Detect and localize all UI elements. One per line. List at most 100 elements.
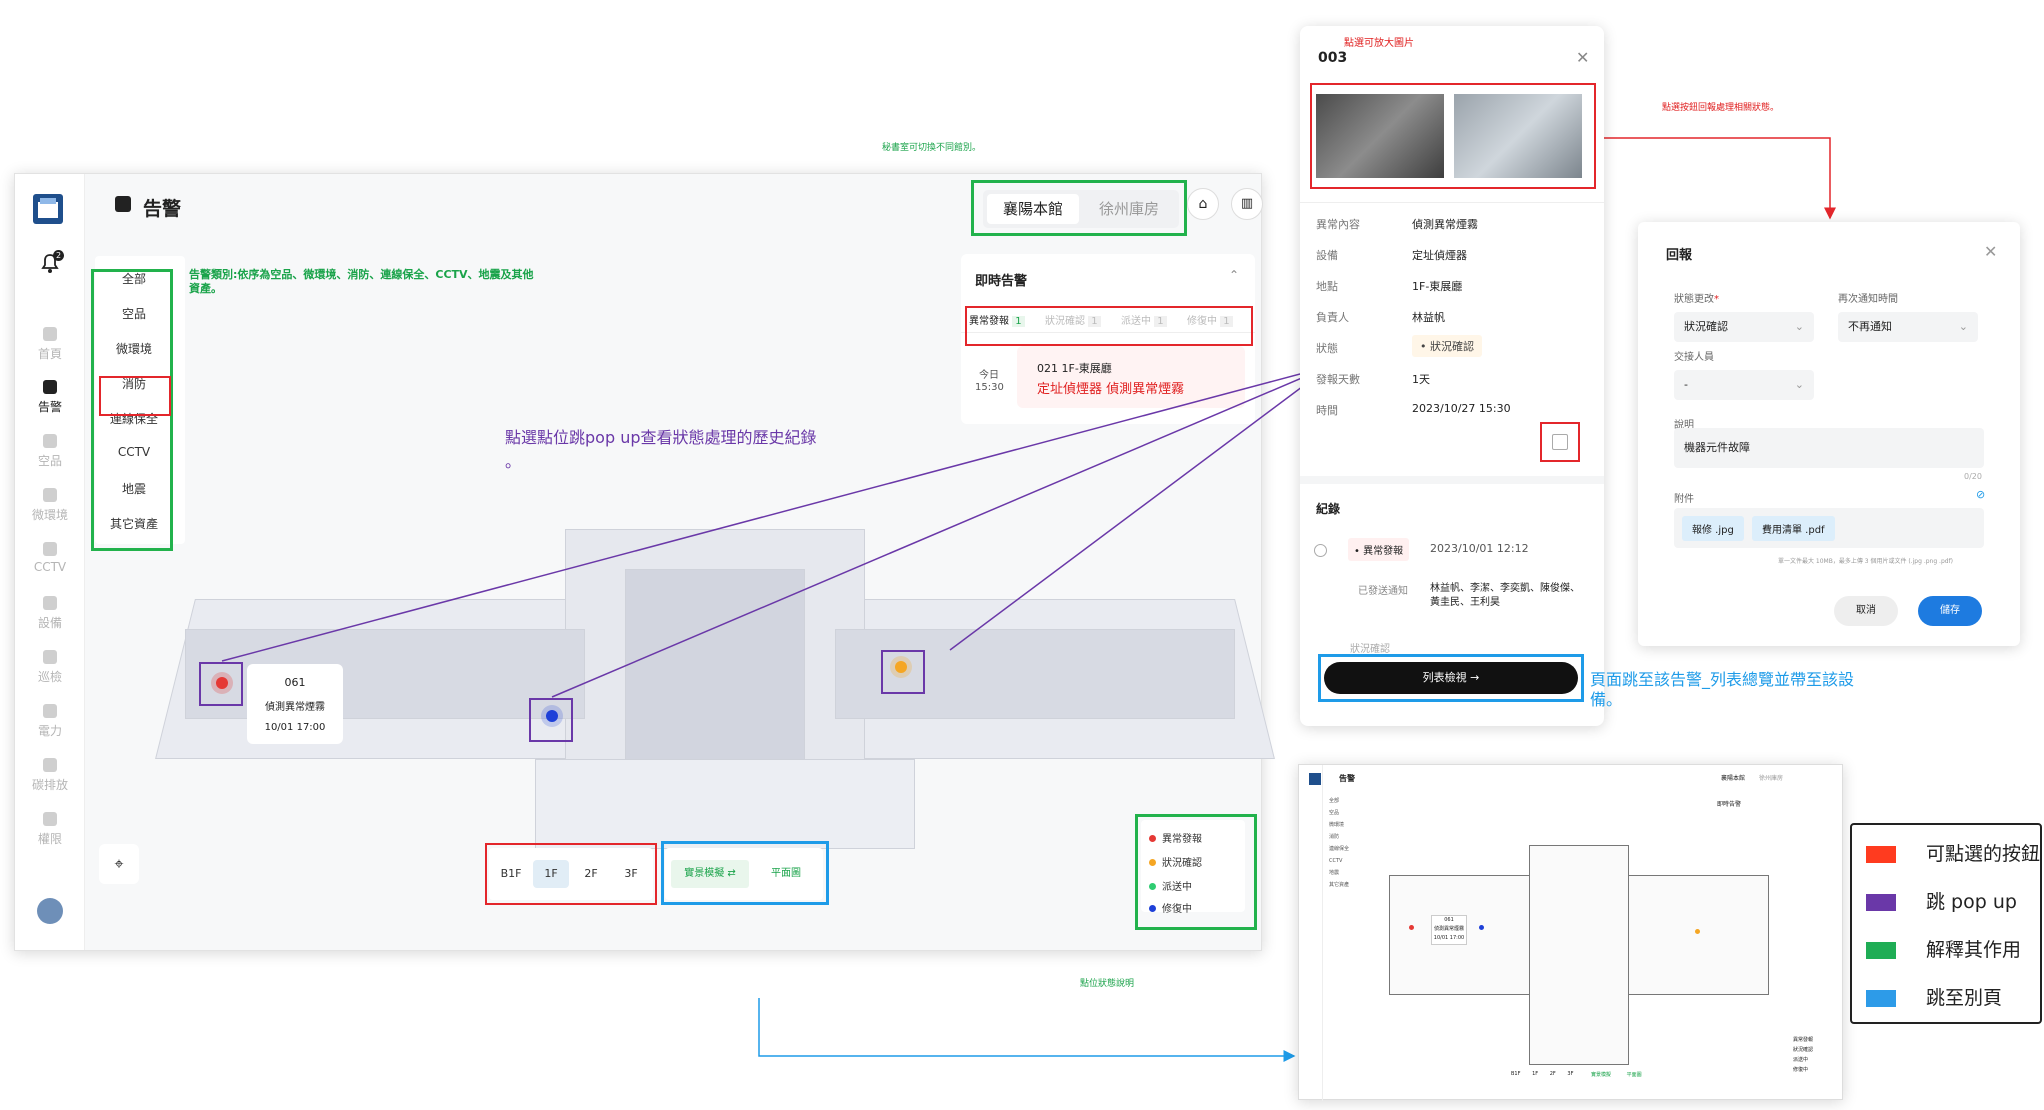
sidebar-item-alert[interactable]: 告警 [15,380,85,415]
chart-icon[interactable]: ▥ [1231,188,1263,220]
view-mode-realistic[interactable]: 實景模擬 ⇄ [671,860,749,888]
category-all[interactable]: 全部 [121,272,146,286]
sidebar-item-device[interactable]: 設備 [15,596,85,631]
legend-note: 點位狀態說明 [1080,979,1135,989]
site-tabs: 襄陽本館 徐州庫房 [983,190,1179,228]
collapse-icon[interactable]: ⌃ [1229,268,1240,282]
sidebar-item-inspection[interactable]: 巡檢 [15,650,85,685]
sidebar-item-power[interactable]: 電力 [15,704,85,739]
floor-2f[interactable]: 2F [584,867,598,880]
handover-select[interactable]: -⌄ [1674,370,1814,400]
site-tab-xiangyang[interactable]: 襄陽本館 [987,194,1079,224]
legend-repair: 修復中 [1149,900,1192,915]
category-micro-env[interactable]: 微環境 [115,342,152,356]
field-label-time: 時間 [1316,404,1338,417]
realtime-tab-abnormal[interactable]: 異常發報 1 [969,312,1025,327]
map-card-id: 061 [284,676,306,689]
sidebar: 2 首頁 告警 空品 微環境 CCTV 設備 巡檢 電力 碳排放 權限 [15,174,85,950]
field-value-days: 1天 [1412,373,1430,386]
recenter-icon[interactable]: ⌖ [99,844,139,884]
report-icon[interactable] [1552,434,1568,450]
globe-icon [43,758,57,772]
sidebar-item-permission[interactable]: 權限 [15,812,85,847]
power-icon [43,704,57,718]
alert-item-title: 021 1F-東展廳 [1037,362,1112,375]
list-view-button[interactable]: 列表檢視 → [1324,662,1578,694]
reply-close-icon[interactable]: ✕ [1984,242,1998,261]
field-label-owner: 負責人 [1316,311,1349,324]
view-mode-plan[interactable]: 平面圖 [771,868,801,879]
category-air[interactable]: 空品 [121,307,146,321]
sidebar-item-micro-env[interactable]: 微環境 [15,488,85,523]
site-tab-xuzhou[interactable]: 徐州庫房 [1098,200,1159,218]
legend-dispatch: 派送中 [1149,878,1192,893]
field-label-location: 地點 [1316,280,1338,293]
status-select[interactable]: 狀況確認⌄ [1674,312,1814,342]
map-card-time: 10/01 17:00 [264,722,326,733]
reply-title: 回報 [1666,248,1693,263]
list-note: 頁面跳至該告警_列表總覽並帶至該設備。 [1590,670,1855,709]
sidebar-item-cctv[interactable]: CCTV [15,542,85,574]
view-mode-toggle: 實景模擬 ⇄ 平面圖 [665,848,823,900]
category-note: 告警類別:依序為空品、微環境、消防、連線保全、CCTV、地震及其他資產。 [189,268,534,295]
file-hint: 單一文件最大 10MB，最多上傳 3 個用片或文件 (.jpg .png .pd… [1778,558,1954,565]
logo [33,194,63,224]
museum-icon[interactable]: ⌂ [1187,188,1219,220]
attach-icon[interactable]: ⊘ [1976,488,1986,501]
field-label-content: 異常內容 [1316,218,1360,231]
desc-input[interactable]: 機器元件故障 [1674,428,1984,468]
floor-selector: B1F 1F 2F 3F [489,848,653,900]
annotation-point-blue [529,698,573,742]
annotation-images [1310,83,1596,189]
notification-bell-icon[interactable]: 2 [39,250,64,274]
realtime-tab-repair[interactable]: 修復中 1 [1187,312,1233,327]
field-label-days: 發報天數 [1316,373,1360,386]
notify-select[interactable]: 不再通知⌄ [1838,312,1978,342]
floor-3f[interactable]: 3F [624,867,638,880]
close-icon[interactable]: ✕ [1576,48,1590,67]
map-point-abnormal[interactable] [216,677,228,689]
category-other[interactable]: 其它資產 [109,517,158,531]
sidebar-item-home[interactable]: 首頁 [15,327,85,362]
field-value-device: 定址偵煙器 [1412,249,1467,262]
top-note: 秘書室可切換不同館別。 [882,143,982,153]
sidebar-item-air[interactable]: 空品 [15,434,85,469]
category-cctv[interactable]: CCTV [117,445,151,459]
file-chip-jpg[interactable]: 報修 .jpg [1682,516,1744,541]
field-value-location: 1F-東展廳 [1412,280,1463,293]
avatar[interactable] [37,898,63,924]
field-label-status: 狀態 [1316,342,1338,355]
record-time: 2023/10/01 12:12 [1430,542,1529,555]
floor-1f[interactable]: 1F [533,860,569,888]
home-icon [43,327,57,341]
alert-item[interactable]: 021 1F-東展廳 定址偵煙器 偵測異常煙霧 [1017,346,1245,408]
image-hint: 點選可放大圖片 [1344,38,1414,49]
category-earthquake[interactable]: 地震 [121,482,146,496]
field-value-owner: 林益帆 [1412,311,1445,324]
map-point-card[interactable]: 061 偵測異常煙霧 10/01 17:00 [247,664,343,744]
wrench-icon [43,812,57,826]
realtime-tab-dispatch[interactable]: 派送中 1 [1121,312,1167,327]
annotation-legend: 可點選的按鈕 跳 pop up 解釋其作用 跳至別頁 [1850,823,2042,1024]
legend-abnormal: 異常發報 [1149,830,1202,845]
category-fire[interactable]: 消防 [121,377,146,391]
reply-popup: 回報 ✕ 狀態更改* 狀況確認⌄ 再次通知時間 不再通知⌄ 交接人員 -⌄ 說明… [1638,222,2020,646]
save-button[interactable]: 儲存 [1918,596,1982,626]
record-next-badge: 狀況確認 [1350,644,1390,655]
mini-floors: B1F 1F 2F 3F [1511,1071,1574,1077]
popup-note: 點選點位跳pop up查看狀態處理的歷史紀錄。 [505,428,817,471]
sidebar-item-carbon[interactable]: 碳排放 [15,758,85,793]
file-chip-pdf[interactable]: 費用清單 .pdf [1752,516,1835,541]
status-legend: 異常發報 狀況確認 派送中 修復中 [1141,820,1245,915]
detail-id: 003 [1318,50,1348,66]
floor-b1f[interactable]: B1F [500,867,522,880]
cancel-button[interactable]: 取消 [1834,596,1898,626]
annotation-legend-clickable: 可點選的按鈕 [1866,839,2040,866]
record-sub-label: 已發送通知 [1358,586,1408,597]
legend-confirm: 狀況確認 [1149,854,1202,869]
map-point-repair[interactable] [546,710,558,722]
cctv-image-2[interactable] [1454,94,1582,178]
cctv-image-1[interactable] [1316,94,1444,178]
realtime-tab-confirm[interactable]: 狀況確認 1 [1045,312,1101,327]
